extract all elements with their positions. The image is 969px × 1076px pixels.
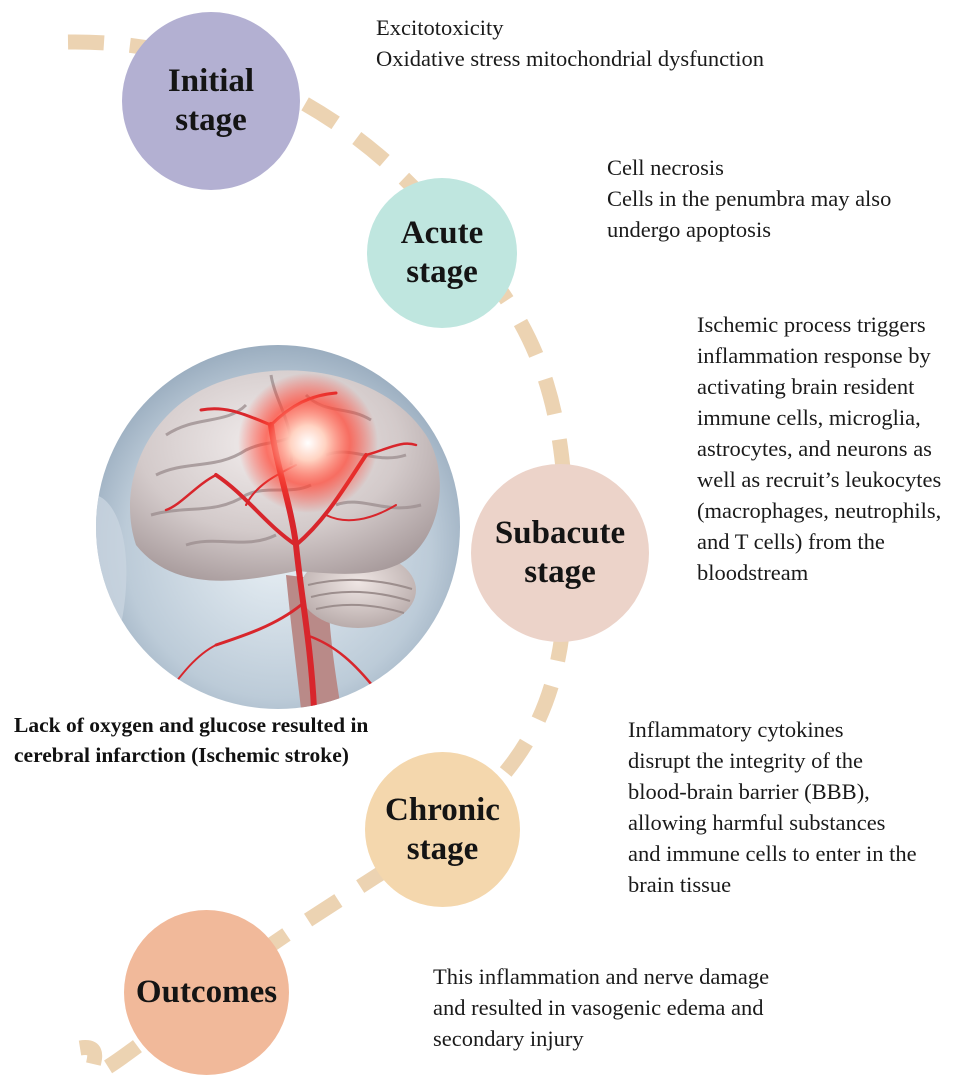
chronic-stage-label: Chronic stage: [385, 791, 500, 869]
subacute-stage-circle: Subacute stage: [471, 464, 649, 642]
acute-stage-description: Cell necrosis Cells in the penumbra may …: [607, 152, 962, 245]
initial-stage-description: Excitotoxicity Oxidative stress mitochon…: [376, 12, 956, 74]
chronic-stage-circle: Chronic stage: [365, 752, 520, 907]
outcomes-description: This inflammation and nerve damage and r…: [433, 961, 853, 1054]
brain-image-svg: [96, 345, 460, 709]
subacute-stage-description: Ischemic process triggers inflammation r…: [697, 309, 969, 588]
brain-illustration: [96, 345, 460, 709]
chronic-stage-description: Inflammatory cytokines disrupt the integ…: [628, 714, 968, 900]
acute-stage-circle: Acute stage: [367, 178, 517, 328]
initial-stage-circle: Initial stage: [122, 12, 300, 190]
subacute-stage-label: Subacute stage: [495, 514, 625, 592]
outcomes-circle: Outcomes: [124, 910, 289, 1075]
acute-stage-label: Acute stage: [401, 214, 483, 292]
brain-caption: Lack of oxygen and glucose resulted in c…: [14, 710, 454, 770]
outcomes-label: Outcomes: [136, 973, 277, 1012]
initial-stage-label: Initial stage: [168, 62, 254, 140]
